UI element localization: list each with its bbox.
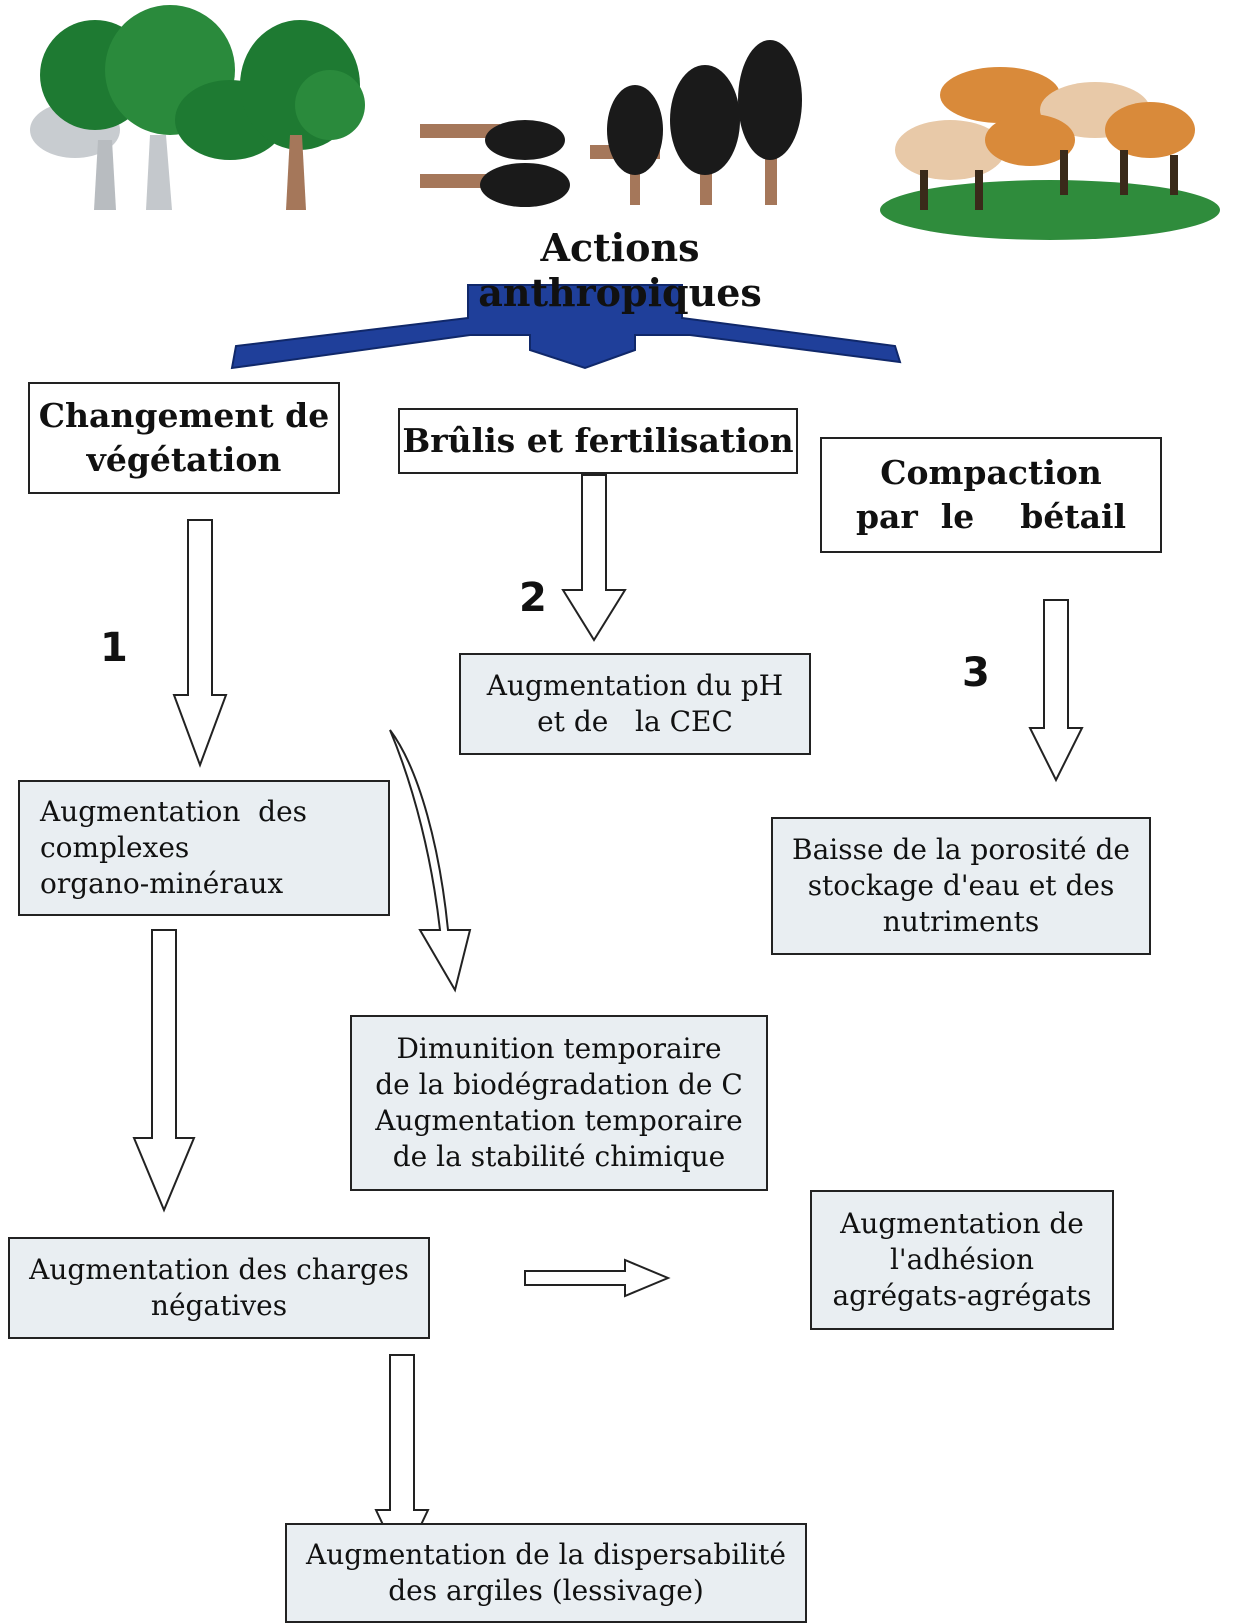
box-line: végétation [86,440,282,479]
box-line: par le bétail [855,497,1127,536]
box-line: de la stabilité chimique [392,1140,726,1173]
box-augmentation-ph-cec: Augmentation du pH et de la CEC [459,653,811,755]
box-adhesion-agregats: Augmentation de l'adhésion agrégats-agré… [810,1190,1114,1330]
box-line: négatives [150,1289,288,1322]
arrow-complexes-to-charges [132,929,196,1213]
box-line: Augmentation de la dispersabilité [305,1538,787,1571]
box-line: Augmentation des [40,795,308,828]
box-line: stockage d'eau et des [807,869,1115,902]
box-line: Dimunition temporaire [396,1032,722,1065]
box-changement-vegetation: Changement de végétation [28,382,340,494]
cattle-illustration [880,67,1220,240]
box-line: l'adhésion [889,1243,1035,1276]
box-complexes-organo-mineraux: Augmentation des complexes organo-minéra… [18,780,390,916]
box-line: Augmentation du pH [486,669,784,702]
box-biodegradation-stabilite: Dimunition temporaire de la biodégradati… [350,1015,768,1191]
box-line: agrégats-agrégats [832,1279,1092,1312]
box-line: Augmentation temporaire [375,1104,743,1137]
box-line: et de la CEC [537,705,733,738]
box-line: Augmentation de [840,1207,1084,1240]
actions-anthropiques-title: Actions anthropiques [478,225,762,315]
arrow-compaction-to-porosity [1028,599,1084,783]
box-line: nutriments [882,905,1040,938]
forest-illustration [30,5,365,210]
arrow-vegetation-to-complexes [172,519,228,768]
box-line: Brûlis et fertilisation [402,421,794,460]
arrow-charges-to-adhesion [524,1258,671,1298]
box-line: organo-minéraux [40,867,284,900]
curved-arrow-to-biodegradation [389,729,472,993]
box-line: Baisse de la porosité de [792,833,1130,866]
box-line: Augmentation des charges [29,1253,409,1286]
step-number-2: 2 [519,575,547,621]
box-line: Compaction [880,453,1102,492]
box-line: complexes [40,831,190,864]
arrow-burning-to-ph [561,474,627,642]
step-number-1: 1 [100,625,128,671]
box-compaction-betail: Compaction par le bétail [820,437,1162,553]
box-dispersabilite-argiles: Augmentation de la dispersabilité des ar… [285,1523,807,1623]
box-line: des argiles (lessivage) [388,1574,704,1607]
felled-trees-illustration [420,40,802,207]
box-baisse-porosite: Baisse de la porosité de stockage d'eau … [771,817,1151,955]
box-line: Changement de [38,396,330,435]
box-line: de la biodégradation de C [375,1068,743,1101]
blue-branching-arrow [230,284,902,370]
step-number-3: 3 [962,650,990,696]
box-brulis-fertilisation: Brûlis et fertilisation [398,408,798,474]
box-charges-negatives: Augmentation des charges négatives [8,1237,430,1339]
